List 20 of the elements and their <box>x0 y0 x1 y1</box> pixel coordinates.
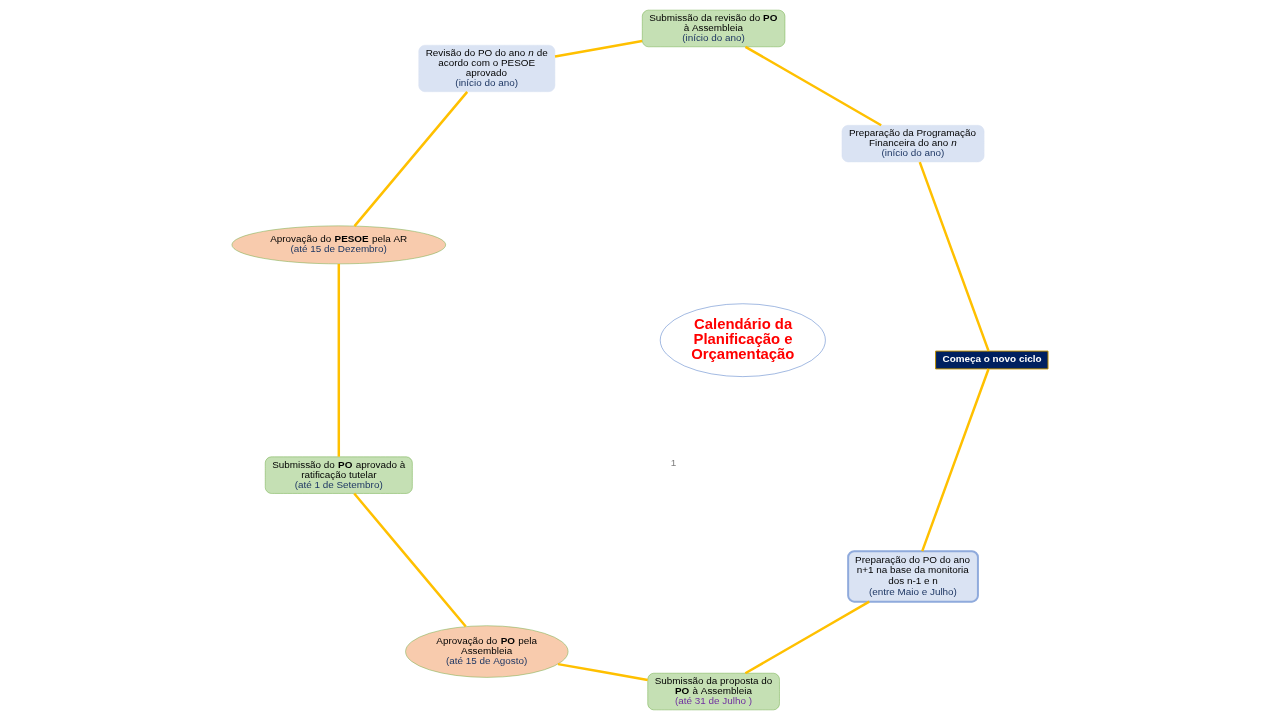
node-box: Começa o novo ciclo <box>935 350 1049 370</box>
connector <box>337 263 341 457</box>
node-ellipse: Calendário da Planificação e Orçamentação <box>660 303 826 377</box>
connector <box>557 662 648 682</box>
node-box: Preparação da Programação Financeira do ano n (início do ano) <box>841 125 985 163</box>
connector <box>921 368 990 552</box>
node-ellipse: Aprovação do PO pela Assembleia (até 15 de Agosto) <box>405 625 569 678</box>
node-box: Submissão da proposta do PO à Assembleia (até 31 de Julho ) <box>647 672 780 711</box>
connector <box>918 161 990 352</box>
node-ellipse: Aprovação do PESOE pela AR (até 15 de Dezembro) <box>231 225 446 265</box>
connector <box>744 600 870 675</box>
node-box: Preparação do PO do ano n+1 na base da monitoria dos n-1 e n (entre Maio e Julho) <box>847 550 979 603</box>
node-box: Revisão do PO do ano n de acordo com o PESOE aprovado (início do ano) <box>418 44 556 92</box>
label: 1 <box>670 456 677 468</box>
connector <box>744 45 882 127</box>
connector <box>554 39 643 58</box>
connector <box>353 492 467 628</box>
connector <box>353 91 469 227</box>
node-box: Submissão do PO aprovado à ratificação tutelar (até 1 de Setembro) <box>265 456 413 494</box>
node-box: Submissão da revisão do PO à Assembleia (início do ano) <box>642 9 786 48</box>
